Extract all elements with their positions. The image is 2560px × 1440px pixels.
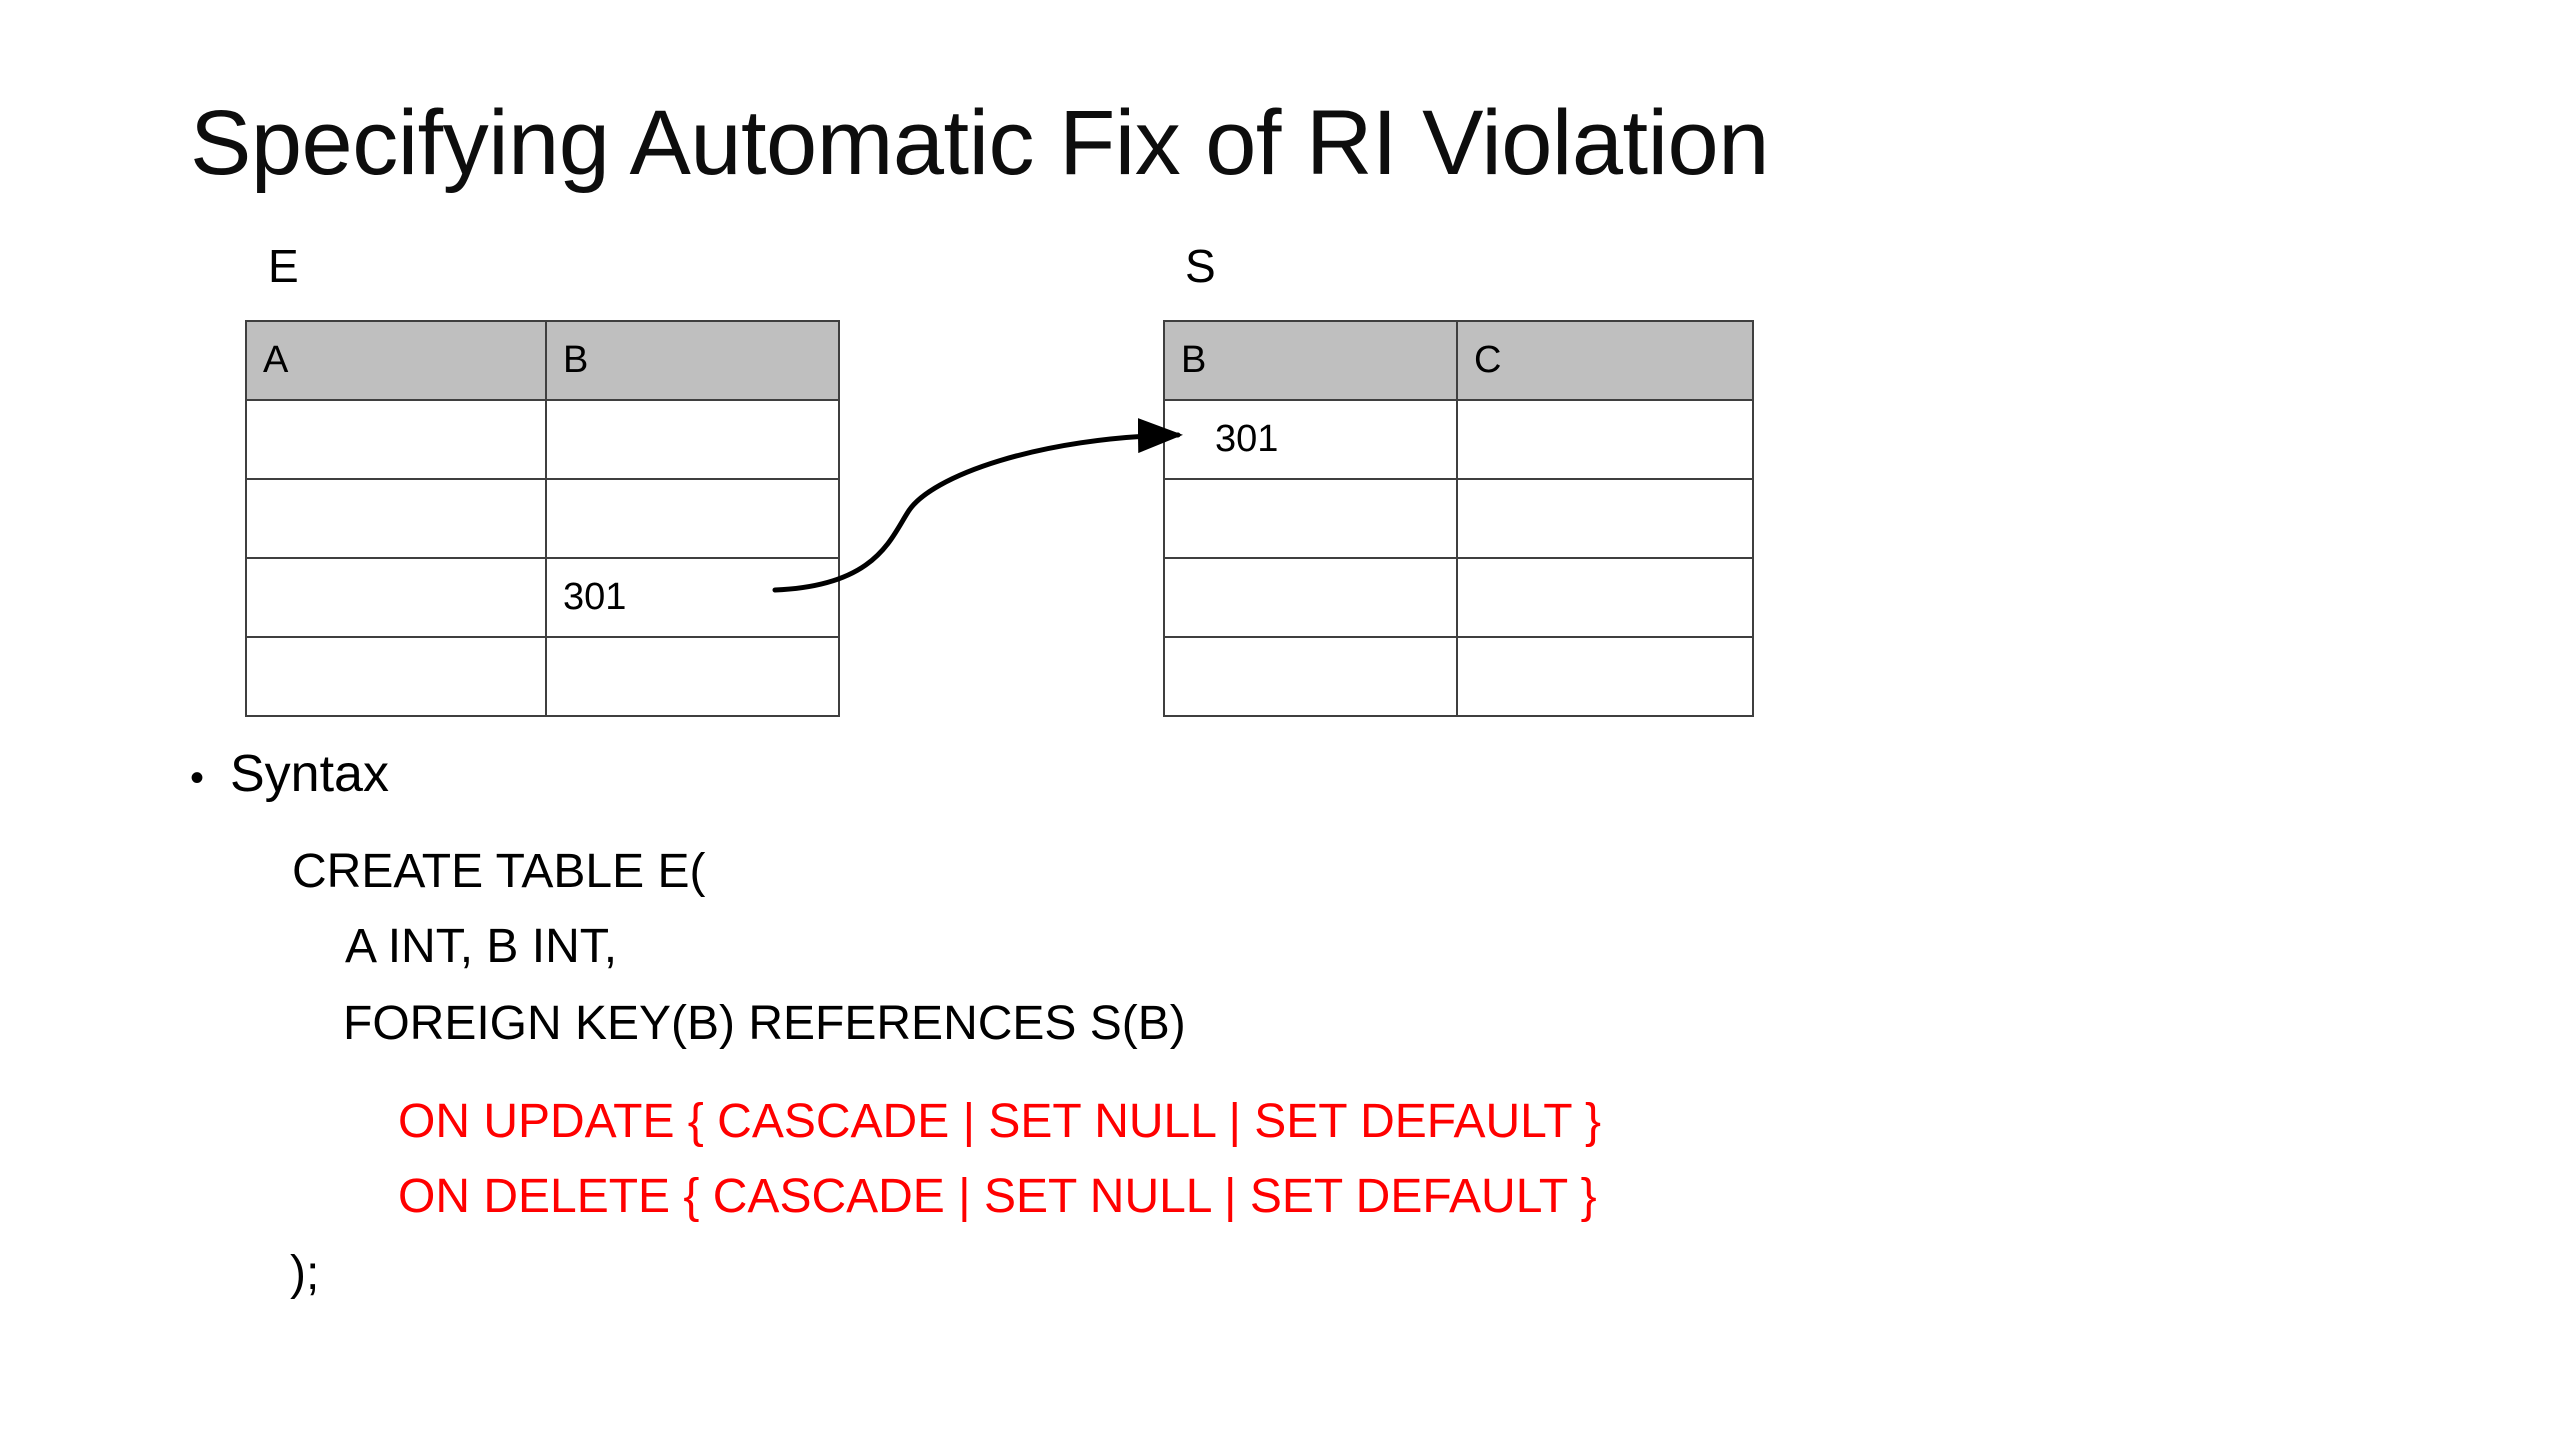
table-e-col-header-a: A (245, 320, 547, 401)
code-line-statement-close: ); (290, 1247, 320, 1300)
table-e-cell-r1-b (545, 399, 840, 480)
table-s-label: S (1185, 240, 1216, 292)
table-e: A B 301 (245, 320, 840, 717)
table-row (245, 636, 840, 717)
table-e-cell-r3-a (245, 557, 547, 638)
table-s-cell-r4-b (1163, 636, 1458, 717)
table-e-cell-r4-b (545, 636, 840, 717)
bullet-syntax: • Syntax (190, 748, 389, 800)
table-s-cell-r1-c (1456, 399, 1754, 480)
table-s-cell-r3-b (1163, 557, 1458, 638)
bullet-marker-icon: • (190, 756, 205, 800)
code-line-on-update: ON UPDATE { CASCADE | SET NULL | SET DEF… (398, 1095, 1602, 1148)
table-s-cell-r2-b (1163, 478, 1458, 559)
table-e-cell-r1-a (245, 399, 547, 480)
table-row (245, 478, 840, 559)
table-row (1163, 478, 1754, 559)
code-line-foreign-key: FOREIGN KEY(B) REFERENCES S(B) (343, 997, 1186, 1050)
table-s-col-header-c: C (1456, 320, 1754, 401)
table-s-cell-r3-c (1456, 557, 1754, 638)
table-s-cell-r1-b: 301 (1163, 399, 1458, 480)
bullet-syntax-label: Syntax (230, 745, 389, 803)
table-s-col-header-b: B (1163, 320, 1458, 401)
table-e-cell-r2-b (545, 478, 840, 559)
table-e-col-header-b: B (545, 320, 840, 401)
table-e-cell-r3-b: 301 (545, 557, 840, 638)
table-s-cell-r2-c (1456, 478, 1754, 559)
table-e-label: E (268, 240, 299, 292)
table-row: 301 (1163, 399, 1754, 480)
table-e-cell-r2-a (245, 478, 547, 559)
code-line-create-table: CREATE TABLE E( (292, 845, 706, 898)
table-row (1163, 557, 1754, 638)
page-title: Specifying Automatic Fix of RI Violation (190, 92, 1769, 194)
table-row (1163, 636, 1754, 717)
table-e-cell-r4-a (245, 636, 547, 717)
table-row (245, 399, 840, 480)
table-e-header-row: A B (245, 320, 840, 401)
table-s: B C 301 (1163, 320, 1754, 717)
table-s-header-row: B C (1163, 320, 1754, 401)
code-line-on-delete: ON DELETE { CASCADE | SET NULL | SET DEF… (398, 1170, 1597, 1223)
table-s-cell-r4-c (1456, 636, 1754, 717)
code-line-column-defs: A INT, B INT, (345, 920, 618, 973)
table-row: 301 (245, 557, 840, 638)
